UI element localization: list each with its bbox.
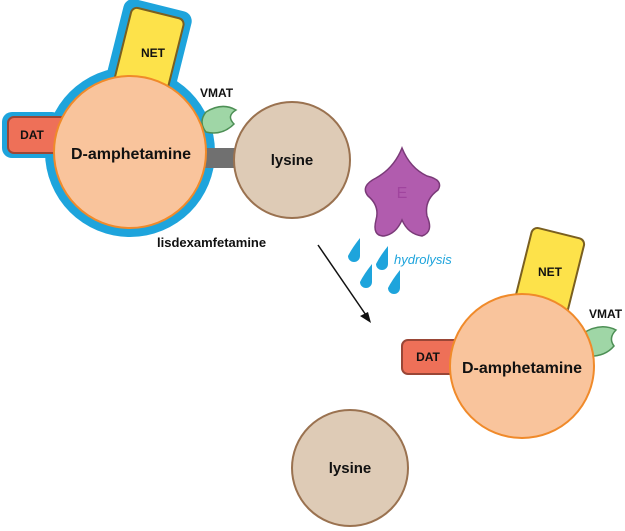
product-net-label: NET: [538, 265, 563, 279]
prodrug-complex: NET DAT VMAT D-amphetamine lysine: [2, 0, 351, 237]
prodrug-caption: lisdexamfetamine: [157, 235, 266, 250]
enzyme-label: E: [397, 185, 408, 202]
product-amphetamine-label: D-amphetamine: [462, 360, 582, 377]
enzyme-shape: [364, 145, 441, 237]
prodrug-dat-transporter: DAT: [7, 116, 69, 154]
product-vmat-label: VMAT: [589, 307, 623, 321]
prodrug-net-label: NET: [141, 46, 166, 60]
water-drop-icon: [376, 246, 388, 270]
prodrug-lysine: lysine: [233, 101, 351, 219]
hydrolysis-label: hydrolysis: [394, 252, 452, 267]
prodrug-linker-bond: [200, 148, 240, 168]
water-drops: [348, 238, 400, 294]
water-drop-icon: [348, 238, 360, 262]
prodrug-amphetamine-label: D-amphetamine: [71, 146, 191, 163]
product-dat-label: DAT: [416, 350, 440, 364]
product-amphetamine: D-amphetamine: [449, 293, 595, 439]
prodrug-amphetamine: D-amphetamine: [53, 75, 207, 229]
reaction-arrow: [317, 244, 371, 323]
product-lysine-label: lysine: [329, 460, 372, 477]
prodrug-vmat-transporter: VMAT: [200, 86, 238, 134]
water-drop-icon: [388, 270, 400, 294]
product-amphetamine-complex: NET DAT VMAT D-amphetamine: [401, 226, 623, 439]
water-drop-icon: [360, 264, 372, 288]
enzyme: E: [364, 145, 441, 237]
prodrug-dat-label: DAT: [20, 128, 44, 142]
prodrug-vmat-label: VMAT: [200, 86, 234, 100]
prodrug-lysine-label: lysine: [271, 152, 314, 169]
product-lysine: lysine: [291, 409, 409, 527]
